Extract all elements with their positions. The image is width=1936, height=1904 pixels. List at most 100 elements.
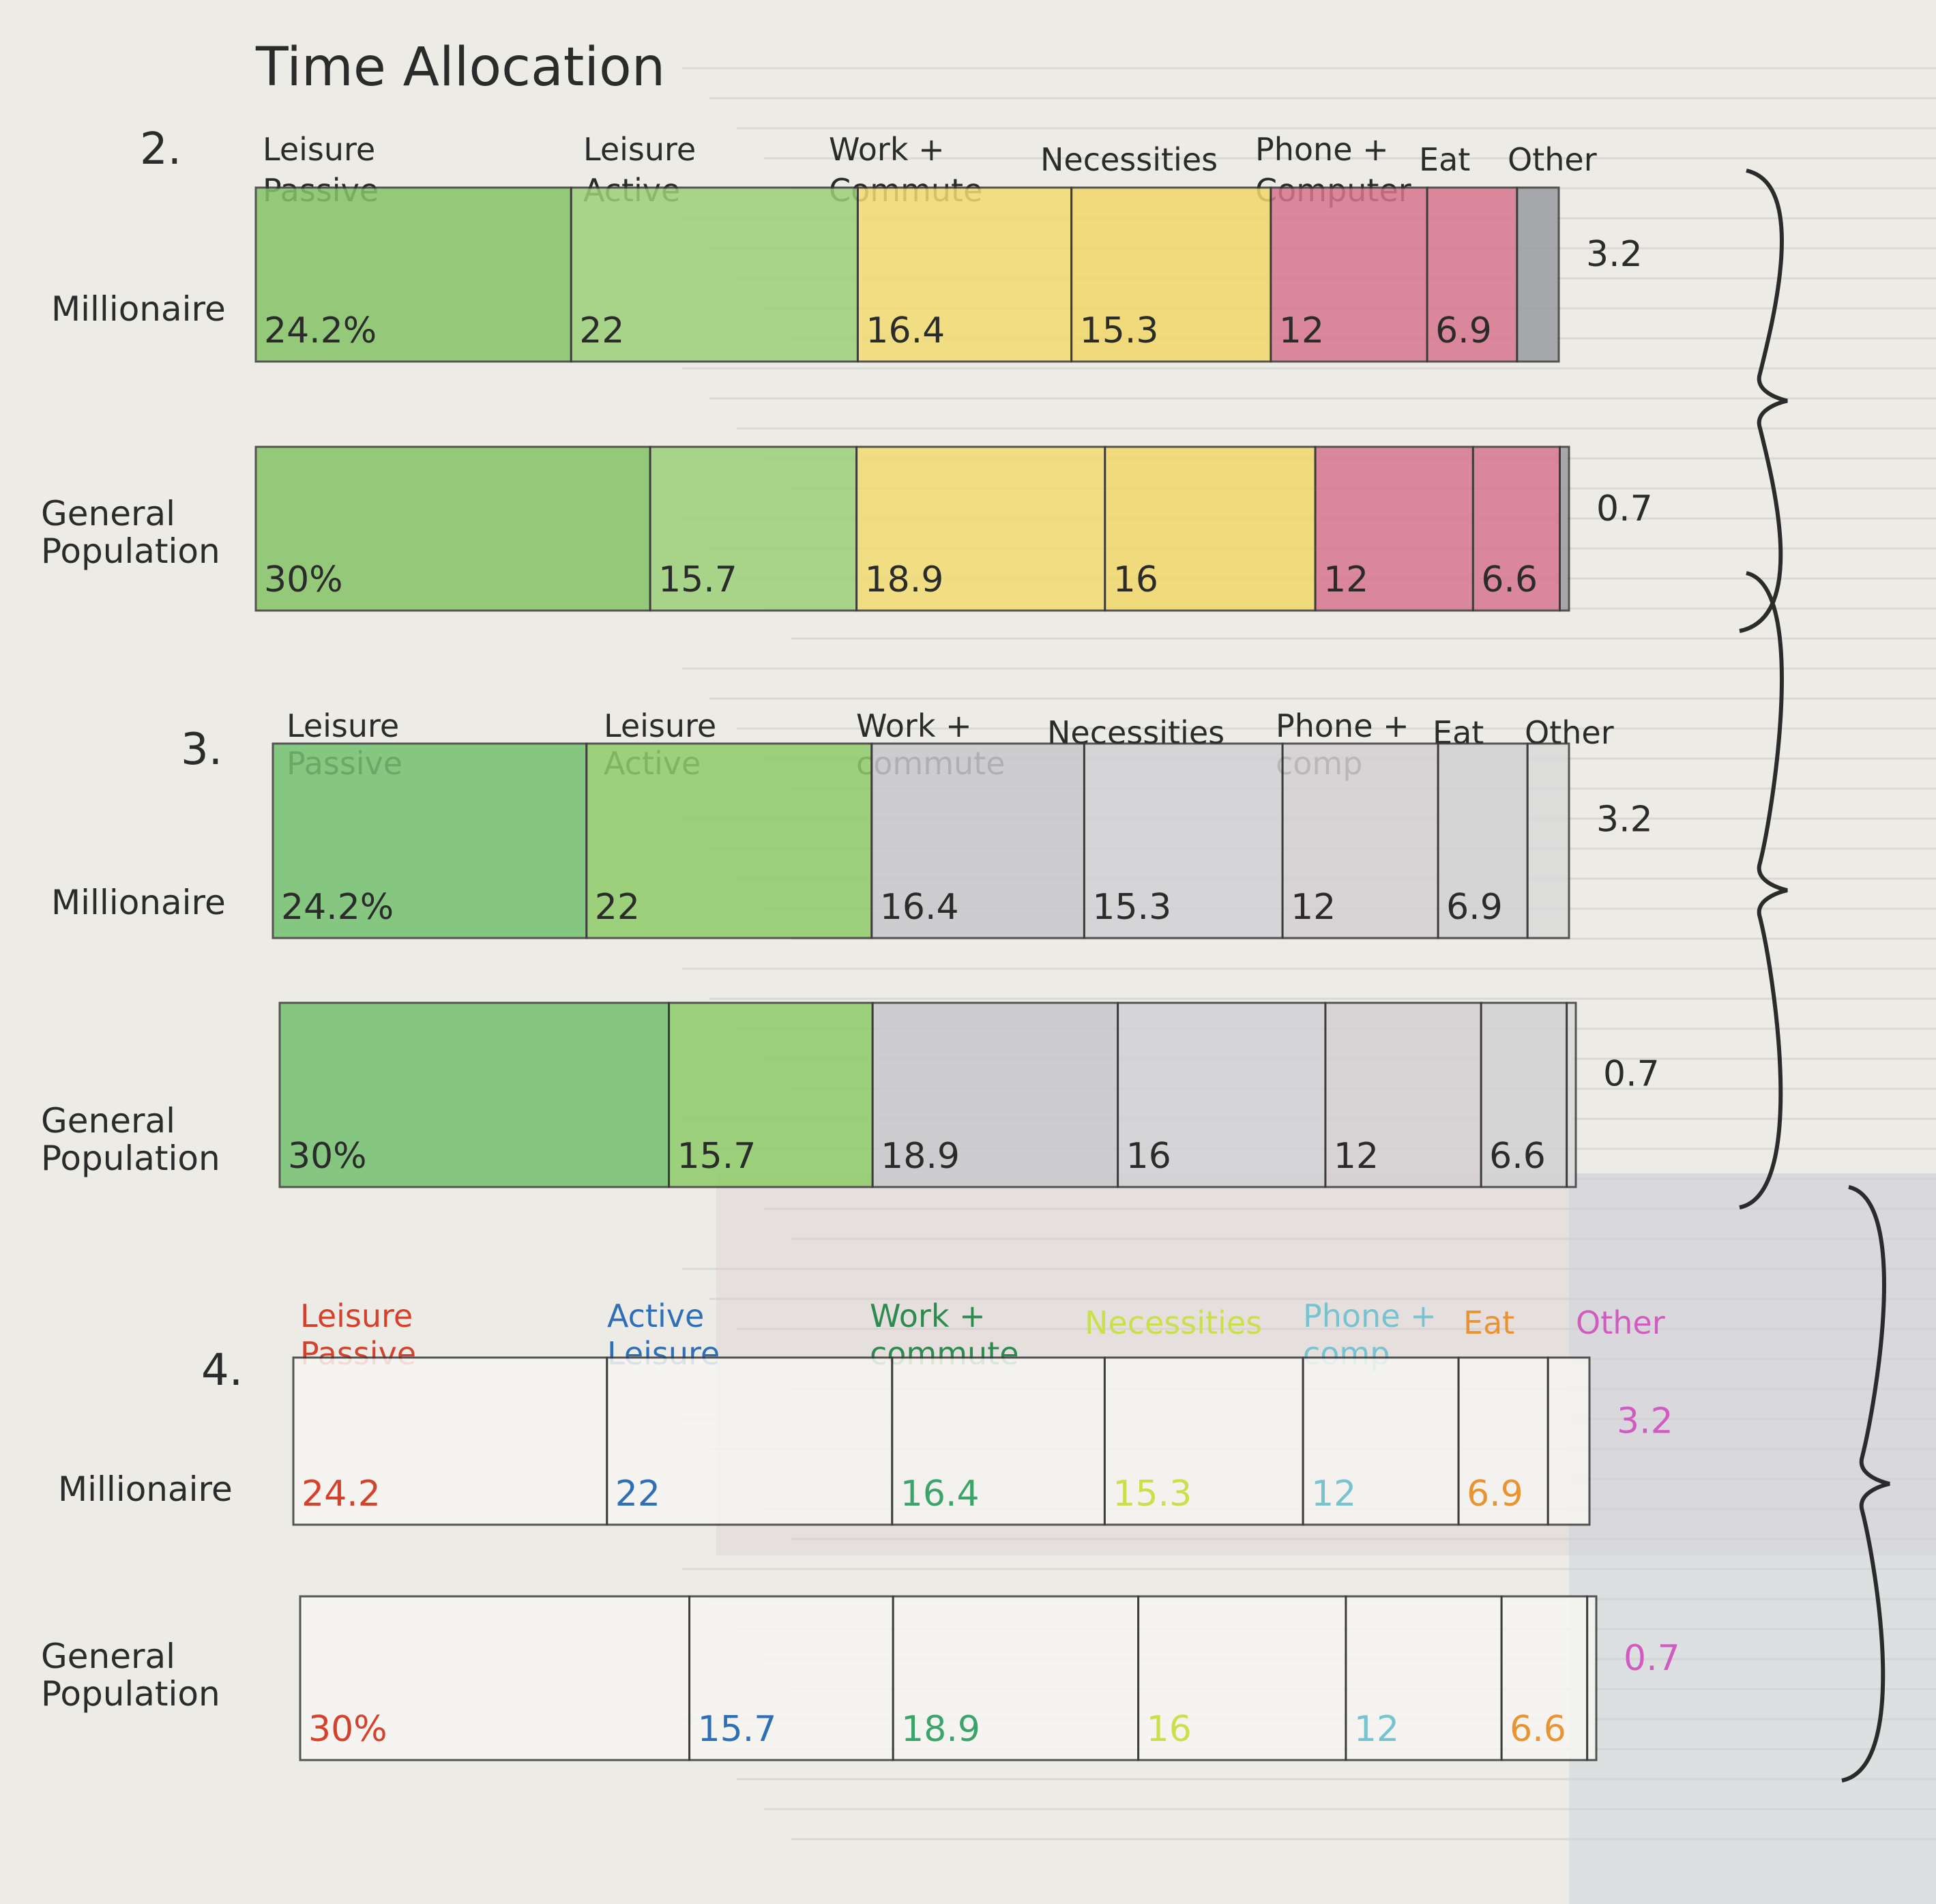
category-header-label: Work +: [856, 707, 972, 744]
row-label: Millionaire: [51, 289, 226, 329]
category-header-label: Phone +: [1255, 131, 1389, 168]
bar-segment: [1480, 1001, 1568, 1188]
chart-2: 2.LeisurePassiveLeisureActiveWork +Commu…: [41, 124, 1788, 633]
bar-segment: [292, 1356, 608, 1526]
bar-segment: [1471, 445, 1561, 612]
value-label: 15.7: [677, 1136, 757, 1177]
bar-segment: [649, 445, 858, 612]
value-label: 12: [1323, 559, 1368, 600]
bar-segment: [1546, 1356, 1591, 1526]
bar-segment: [1281, 742, 1439, 939]
value-label: 0.7: [1603, 1054, 1660, 1095]
value-label: 6.6: [1489, 1136, 1546, 1177]
category-header-label: Leisure: [583, 131, 696, 168]
row-label: General: [41, 1101, 175, 1141]
value-label: 6.6: [1510, 1709, 1566, 1750]
value-label: 16.4: [900, 1474, 980, 1514]
bar-segment: [254, 445, 651, 612]
category-header-label: Necessities: [1085, 1304, 1262, 1341]
curly-brace: [1841, 1185, 1890, 1783]
value-label: 6.6: [1481, 559, 1538, 600]
value-label: 18.9: [901, 1709, 980, 1750]
value-label: 6.9: [1435, 310, 1492, 351]
chart-3: 3.LeisurePassiveLeisureActiveWork +commu…: [41, 571, 1788, 1210]
bar-segment: [585, 742, 873, 939]
value-label: 15.3: [1092, 887, 1171, 928]
bar-segment: [1104, 445, 1317, 612]
bar-segment: [1070, 186, 1272, 363]
bar-segment: [856, 186, 1073, 363]
bar-segment: [1500, 1595, 1589, 1761]
bar-segment: [1457, 1356, 1549, 1526]
value-label: 22: [579, 310, 624, 351]
value-label: 30%: [264, 559, 343, 600]
curly-brace: [1739, 169, 1788, 633]
value-label: 0.7: [1624, 1638, 1680, 1679]
value-label: 6.9: [1467, 1474, 1523, 1514]
value-label: 3.2: [1596, 799, 1653, 840]
category-header-label: Leisure: [287, 707, 399, 744]
value-label: 12: [1311, 1474, 1356, 1514]
category-header-label: Other: [1508, 141, 1597, 178]
value-label: 6.9: [1446, 887, 1503, 928]
bar-segment: [1117, 1001, 1327, 1188]
value-label: 22: [595, 887, 640, 928]
category-header-label: Work +: [870, 1298, 986, 1334]
category-header-label: Necessities: [1040, 141, 1218, 178]
bar-segment: [278, 1001, 671, 1188]
value-label: 12: [1279, 310, 1324, 351]
curly-brace: [1739, 571, 1788, 1210]
category-header-label: Eat: [1419, 141, 1470, 178]
value-label: 12: [1334, 1136, 1379, 1177]
chart-number-label: 3.: [181, 724, 222, 775]
bar-segment: [1516, 186, 1560, 363]
bar-segment: [1526, 742, 1570, 939]
value-label: 16: [1147, 1709, 1192, 1750]
bar-segment: [1566, 1001, 1577, 1188]
value-label: 18.9: [881, 1136, 960, 1177]
category-header-label: Other: [1576, 1304, 1665, 1341]
row-label: General: [41, 1637, 175, 1676]
value-label: 12: [1354, 1709, 1399, 1750]
bar-segment: [606, 1356, 894, 1526]
bar-segment: [1314, 445, 1474, 612]
bar-segment: [254, 186, 572, 363]
bar-segment: [688, 1595, 894, 1761]
row-label: General: [41, 494, 175, 533]
category-header-label: Leisure: [263, 131, 375, 168]
bar-segment: [1137, 1595, 1347, 1761]
bar-segment: [272, 742, 588, 939]
row-label: Population: [41, 1674, 220, 1714]
value-label: 16: [1126, 1136, 1171, 1177]
bar-segment: [1083, 742, 1284, 939]
row-label: Population: [41, 531, 220, 571]
page-title: Time Allocation: [255, 37, 665, 98]
bar-segment: [570, 186, 859, 363]
category-header-label: Eat: [1463, 1304, 1514, 1341]
value-label: 24.2%: [281, 887, 394, 928]
paper-shadow-patch: [1569, 1173, 1936, 1904]
value-label: 0.7: [1596, 488, 1653, 529]
bar-segment: [1302, 1356, 1460, 1526]
chart-number-label: 2.: [140, 124, 181, 175]
bar-segment: [891, 1356, 1106, 1526]
bar-segment: [1345, 1595, 1503, 1761]
bar-segment: [1426, 186, 1519, 363]
category-header-label: Work +: [829, 131, 945, 168]
value-label: 15.3: [1113, 1474, 1192, 1514]
value-label: 16: [1113, 559, 1158, 600]
bar-segment: [871, 1001, 1119, 1188]
bar-segment: [1559, 445, 1570, 612]
category-header-label: Active: [607, 1298, 704, 1334]
value-label: 30%: [308, 1709, 387, 1750]
row-label: Population: [41, 1139, 220, 1178]
bar-segment: [1270, 186, 1428, 363]
value-label: 16.4: [866, 310, 945, 351]
value-label: 3.2: [1586, 234, 1643, 275]
